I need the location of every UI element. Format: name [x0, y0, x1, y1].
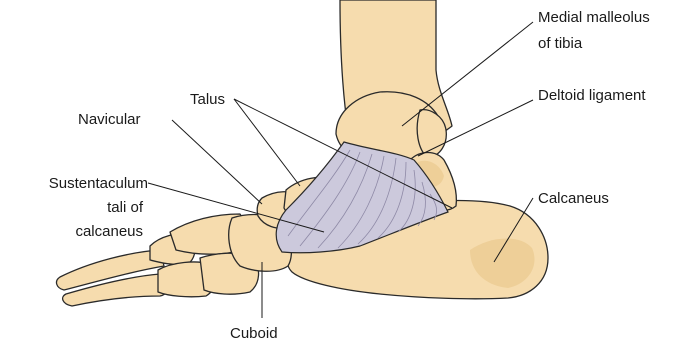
label-talus: Talus: [190, 91, 225, 108]
label-sustentaculum-line2: tali of: [107, 199, 144, 216]
label-medial-malleolus-line1: Medial malleolus: [538, 9, 650, 26]
label-medial-malleolus-line2: of tibia: [538, 35, 583, 52]
label-navicular: Navicular: [78, 111, 141, 128]
label-cuboid: Cuboid: [230, 325, 278, 342]
label-sustentaculum-line1: Sustentaculum: [49, 175, 148, 192]
label-calcaneus: Calcaneus: [538, 190, 609, 207]
leader-navicular: [172, 120, 262, 204]
label-sustentaculum-line3: calcaneus: [75, 223, 143, 240]
label-deltoid-ligament: Deltoid ligament: [538, 87, 646, 104]
leader-talus-1: [234, 99, 300, 186]
